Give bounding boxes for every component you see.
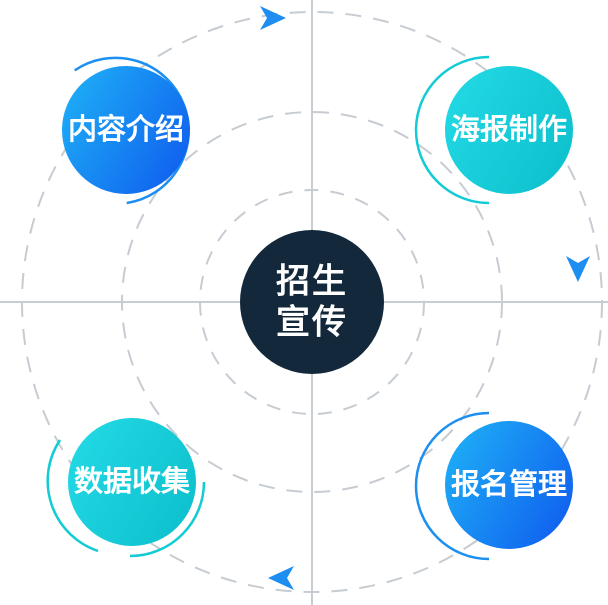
outline-arc: [129, 481, 206, 558]
step-label: 海报制作: [451, 112, 567, 146]
arrow-right-icon: [566, 256, 590, 282]
center-title-line1: 招生: [276, 262, 348, 302]
node-circle: [445, 421, 573, 549]
outer-dashed-ring: [21, 11, 603, 593]
outline-arc: [414, 411, 490, 561]
middle-dashed-ring: [121, 111, 503, 493]
node-circle: [68, 418, 196, 546]
outline-arc: [414, 55, 490, 205]
inner-dashed-ring: [199, 189, 425, 415]
step-label: 报名管理: [451, 467, 567, 501]
center-title-line2: 宣传: [276, 303, 348, 343]
step-label: 内容介绍: [68, 112, 184, 146]
arrow-top-icon: [260, 6, 286, 30]
outline-arc: [46, 439, 99, 553]
step-node-content-intro: 内容介绍: [62, 56, 190, 205]
step-label: 数据收集: [74, 464, 191, 498]
arrow-bottom-icon: [268, 566, 294, 590]
step-node-registration-management: 报名管理: [414, 411, 573, 561]
node-circle: [62, 66, 190, 194]
step-node-poster-making: 海报制作: [414, 55, 573, 205]
center-hub: 招生 宣传: [240, 230, 384, 374]
center-circle: [240, 230, 384, 374]
node-circle: [445, 66, 573, 194]
step-node-data-collection: 数据收集: [46, 418, 206, 558]
